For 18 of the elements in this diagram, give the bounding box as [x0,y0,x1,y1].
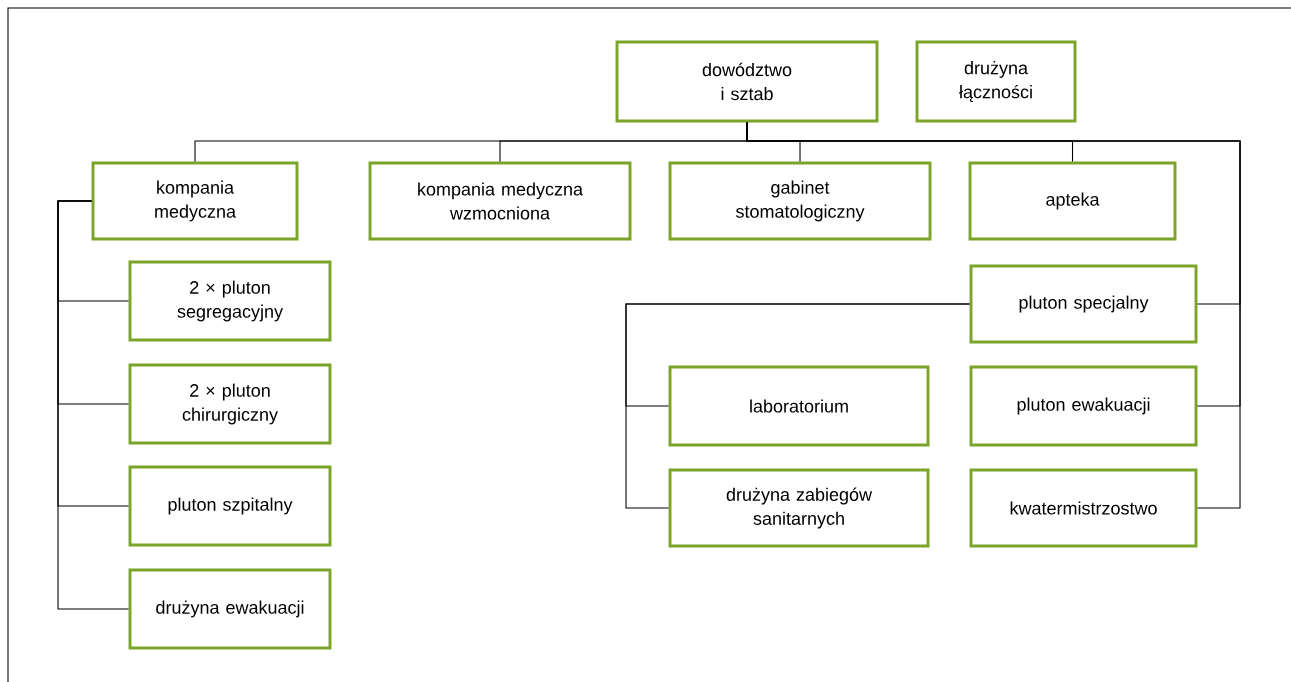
unit-box: kompania medyczna wzmocniona [368,161,632,241]
unit-box: kompania medyczna [91,161,299,241]
unit-box: pluton ewakuacji [969,365,1198,447]
connector-line [746,121,1241,509]
unit-box: 2 × pluton chirurgiczny [128,363,332,445]
unit-box: dowództwo i sztab [615,40,879,123]
unit-box: drużyna zabiegów sanitarnych [668,468,930,548]
connector-line [57,200,130,610]
unit-box: apteka [968,161,1177,241]
unit-box: pluton specjalny [969,264,1198,344]
unit-box: drużyna łączności [915,40,1077,123]
unit-box: laboratorium [668,365,930,447]
unit-box: 2 × pluton segregacyjny [128,260,332,342]
connector-line [625,303,971,509]
unit-box: pluton szpitalny [128,465,332,547]
unit-box: drużyna ewakuacji [128,568,332,650]
unit-box: kwatermistrzostwo [969,468,1198,548]
unit-box: gabinet stomatologiczny [668,161,932,241]
